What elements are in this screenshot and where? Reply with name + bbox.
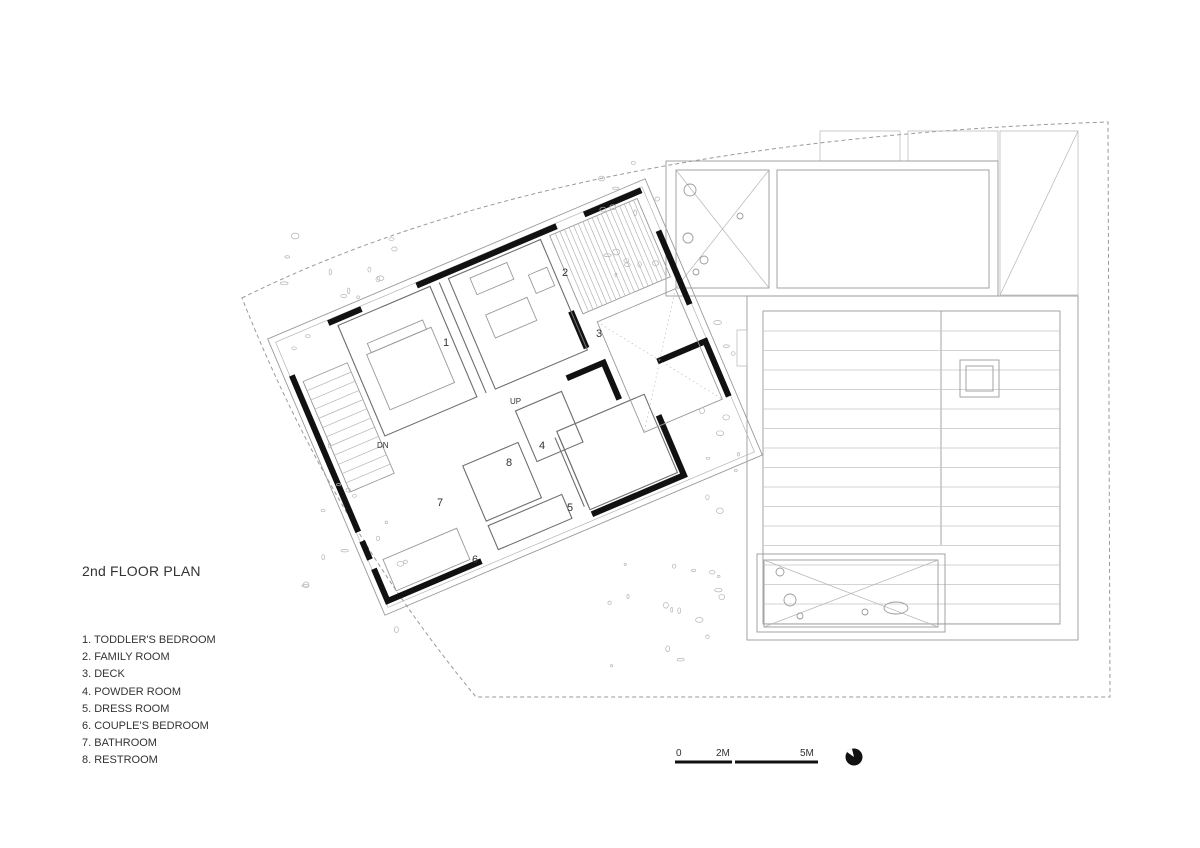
scale-label-2m: 2M (716, 748, 730, 759)
site-boundary (241, 121, 1111, 698)
legend-item: 4. POWDER ROOM (82, 685, 182, 698)
north-arrow-icon (845, 748, 863, 766)
scale-bar: 0 2M 5M (675, 748, 818, 764)
room-number-5: 5 (567, 502, 573, 514)
room-number-1: 1 (443, 337, 449, 349)
room-number-3: 3 (596, 328, 602, 340)
legend-item: 3. DECK (82, 668, 125, 681)
legend-item: 7. BATHROOM (82, 737, 157, 750)
scale-label-5m: 5M (800, 748, 814, 759)
neighbor-roof-structures (665, 130, 1079, 641)
room-number-8: 8 (506, 457, 512, 469)
room-legend: 1. TODDLER'S BEDROOM 2. FAMILY ROOM 3. D… (82, 632, 216, 770)
room-number-2: 2 (562, 267, 568, 279)
room-number-7: 7 (437, 497, 443, 509)
room-number-4: 4 (539, 440, 545, 452)
scale-label-zero: 0 (676, 748, 682, 759)
stair-up-label: UP (510, 397, 521, 406)
legend-item: 8. RESTROOM (82, 754, 158, 767)
legend-item: 6. COUPLE'S BEDROOM (82, 720, 209, 733)
legend-item: 2. FAMILY ROOM (82, 651, 170, 664)
room-numbers: 1 2 3 4 5 6 7 8 (437, 267, 602, 566)
legend-item: 5. DRESS ROOM (82, 702, 170, 715)
stair-down-label: DN (377, 441, 389, 450)
legend-item: 1. TODDLER'S BEDROOM (82, 634, 216, 646)
page-title: 2nd FLOOR PLAN (82, 563, 201, 579)
room-number-6: 6 (472, 554, 478, 566)
